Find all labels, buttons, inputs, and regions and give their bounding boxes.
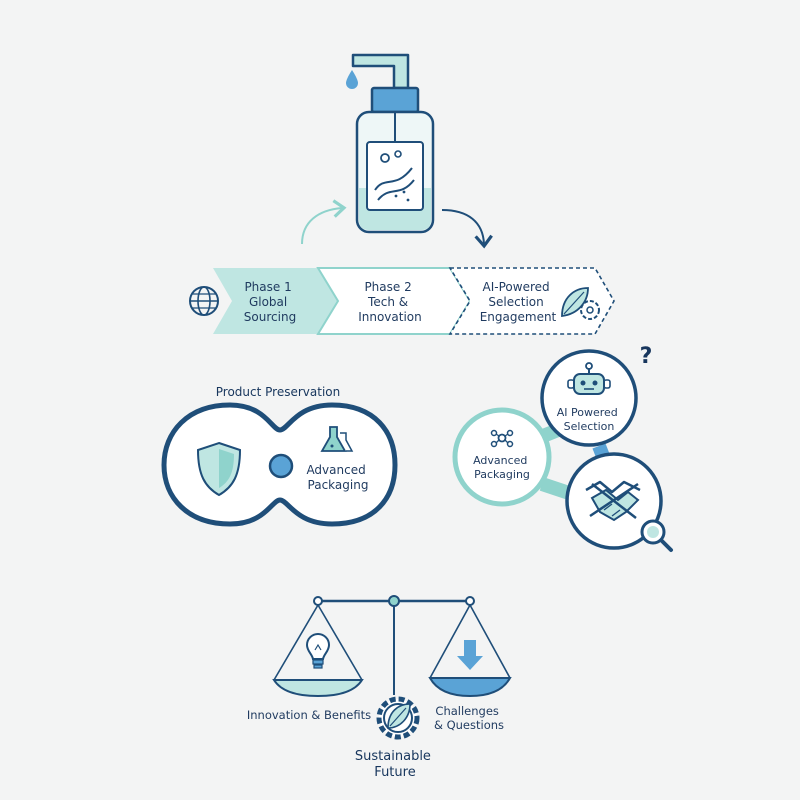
collab-node <box>565 452 663 550</box>
connector-dot <box>268 453 294 479</box>
phase-chevrons: Phase 1 Global Sourcing Phase 2 Tech & I… <box>189 267 615 335</box>
phase-3-line1: AI-Powered <box>483 280 550 294</box>
phase-2-line3: Innovation <box>358 310 422 324</box>
preservation-right-line2: Packaging <box>308 478 369 492</box>
molecule-icon <box>490 429 514 448</box>
arrow-out-of-bottle <box>441 209 493 249</box>
preservation-right-line1: Advanced <box>306 463 365 477</box>
preservation-title: Product Preservation <box>216 385 340 399</box>
balance-center-line1: Sustainable <box>355 749 431 764</box>
ai-node-line2: Selection <box>564 420 615 433</box>
question-mark: ? <box>640 344 653 369</box>
ai-node-line1: AI Powered <box>557 406 618 419</box>
phase-1-line1: Phase 1 <box>244 280 291 294</box>
globe-icon <box>189 286 219 316</box>
phase-2-line1: Phase 2 <box>364 280 411 294</box>
phase-1-chevron <box>213 268 338 334</box>
robot-icon <box>567 362 611 395</box>
svg-text:AI-Powered Selection: AI-Powered Selection Engagement <box>480 280 557 324</box>
drop-icon <box>346 70 358 89</box>
arrow-into-bottle <box>301 199 347 245</box>
phase-3-line3: Engagement <box>480 310 557 324</box>
svg-text:Challenges & Questions: Challenges & Questions <box>434 704 504 732</box>
svg-text:Phase 1 Global Sou: Phase 1 Global Sourcing <box>244 280 296 324</box>
magnifier-icon <box>640 519 673 552</box>
balance-left-label: Innovation & Benefits <box>247 708 371 722</box>
phase-1-line3: Sourcing <box>244 310 296 324</box>
ai-node: AI Powered Selection <box>540 349 638 447</box>
phase-3-chevron <box>448 267 615 335</box>
sustainable-leaf-gear-icon <box>376 696 420 740</box>
phase-3-line2: Selection <box>488 295 543 309</box>
phase-1-line2: Global <box>249 295 287 309</box>
network-cluster: ? AI Powered Selection <box>452 344 673 552</box>
svg-text:AI Powered Selection: AI Powered Selection <box>557 406 622 433</box>
svg-text:Sustainable Future: Sustainable Future <box>355 749 435 780</box>
handshake-icon <box>585 480 641 522</box>
packaging-node-line1: Advanced <box>473 454 527 467</box>
svg-text:Phase 2 Tech & Inn: Phase 2 Tech & Innovation <box>358 280 422 324</box>
svg-text:Advanced Packaging: Advanced Packaging <box>306 463 369 492</box>
leaf-gear-icon <box>561 287 600 320</box>
balance-right-line1: Challenges <box>435 704 499 718</box>
preservation-shape: Advanced Packaging <box>161 402 398 527</box>
packaging-node: Advanced Packaging <box>452 407 552 507</box>
svg-text:Advanced Packaging: Advanced Packaging <box>473 454 531 481</box>
soap-bottle-icon <box>346 53 435 234</box>
flask-icon <box>320 426 354 452</box>
packaging-node-line2: Packaging <box>474 468 530 481</box>
lightbulb-icon <box>305 632 331 669</box>
balance-right-line2: & Questions <box>434 718 504 732</box>
phase-2-line2: Tech & <box>367 295 408 309</box>
down-arrow-icon <box>457 640 483 670</box>
balance-scale: Innovation & Benefits Challenges & Quest… <box>247 595 512 780</box>
balance-center-line2: Future <box>374 765 415 780</box>
